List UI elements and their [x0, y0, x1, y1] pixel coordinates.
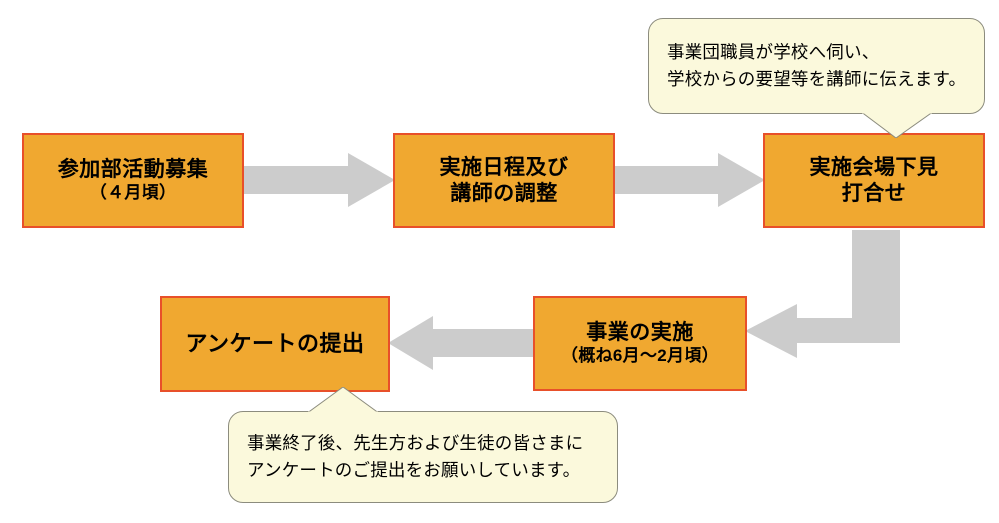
node-label-line1: 事業の実施 — [586, 320, 694, 344]
callout-line1: 事業終了後、先生方および生徒の皆さまに — [247, 432, 584, 453]
node-label-line1: 参加部活動募集 — [57, 157, 209, 181]
arrow-shitami-to-jisshi — [745, 230, 900, 358]
node-venue-inspection-meeting[interactable]: 実施会場下見 打合せ — [763, 133, 985, 228]
callout-line1: 事業団職員が学校へ伺い、 — [667, 41, 880, 62]
node-label-line2: 講師の調整 — [450, 181, 558, 205]
node-participation-recruitment[interactable]: 参加部活動募集 （４月頃） — [22, 133, 244, 228]
arrow-boshu-to-chosei — [243, 153, 395, 207]
callout-line2: 学校からの要望等を講師に伝えます。 — [667, 69, 967, 89]
node-label-line1: アンケートの提出 — [185, 330, 365, 356]
node-label-line2: （概ね6月～2月頃） — [561, 346, 719, 366]
callout-venue-inspection: 事業団職員が学校へ伺い、 学校からの要望等を講師に伝えます。 — [648, 18, 985, 114]
node-label-line2: 打合せ — [841, 181, 907, 205]
arrow-jisshi-to-enquete — [388, 316, 536, 370]
node-program-implementation[interactable]: 事業の実施 （概ね6月～2月頃） — [533, 296, 747, 391]
node-label-line1: 実施会場下見 — [809, 155, 939, 179]
node-label-line2: （４月頃） — [89, 183, 177, 203]
callout-line2: アンケートのご提出をお願いしています。 — [247, 460, 581, 480]
callout-questionnaire: 事業終了後、先生方および生徒の皆さまに アンケートのご提出をお願いしています。 — [228, 411, 618, 503]
node-label-line1: 実施日程及び — [439, 155, 569, 179]
node-questionnaire-submission[interactable]: アンケートの提出 — [160, 296, 390, 392]
node-schedule-instructor-coordination[interactable]: 実施日程及び 講師の調整 — [393, 133, 615, 228]
arrow-chosei-to-shitami — [613, 153, 765, 207]
